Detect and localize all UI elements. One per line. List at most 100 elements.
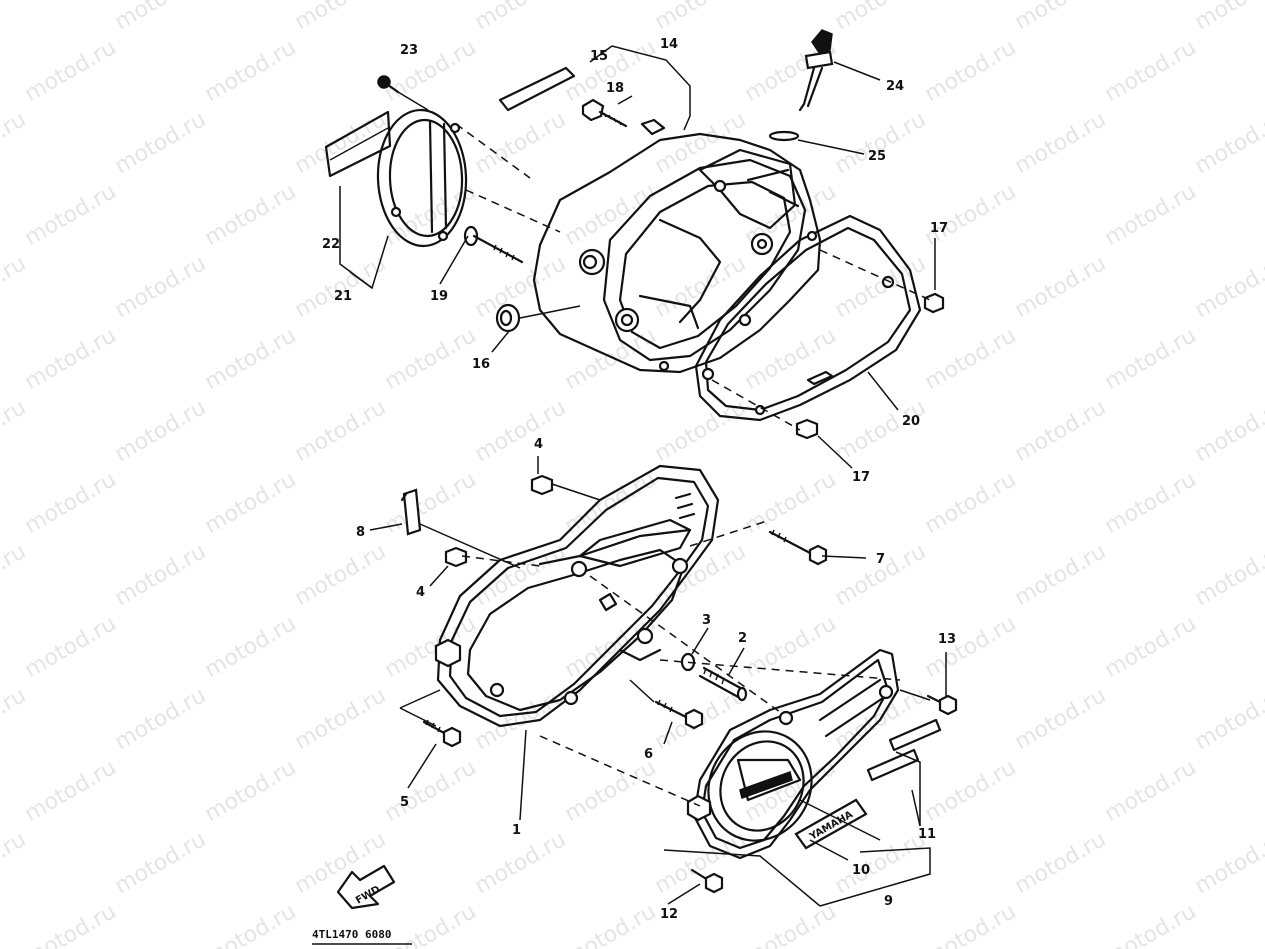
callout-2: 2 (738, 631, 747, 646)
callout-19: 19 (430, 289, 448, 304)
watermark-text: motod.ru (381, 35, 481, 107)
part-bolt-18 (581, 98, 628, 128)
watermark-text: motod.ru (831, 539, 931, 611)
callout-9: 9 (884, 894, 893, 909)
part-bolt-23 (377, 75, 400, 94)
watermark-text: motod.ru (291, 683, 391, 755)
watermark-text: motod.ru (1011, 683, 1111, 755)
watermark-text: motod.ru (471, 539, 571, 611)
watermark-text: motod.ru (1101, 467, 1201, 539)
callout-23: 23 (400, 43, 418, 58)
watermark-text: motod.ru (471, 395, 571, 467)
part-bolt-19 (463, 225, 524, 264)
watermark-text: motod.ru (561, 755, 661, 827)
watermark-text: motod.ru (21, 755, 121, 827)
watermark-text: motod.ru (1191, 395, 1265, 467)
watermark-text: motod.ru (921, 755, 1021, 827)
watermark-text: motod.ru (201, 35, 301, 107)
watermark-text: motod.ru (561, 899, 661, 949)
watermark-text: motod.ru (831, 0, 931, 35)
part-label-sticker (324, 110, 392, 178)
watermark-text: motod.ru (21, 179, 121, 251)
watermark-text: motod.ru (1191, 0, 1265, 35)
watermark-text: motod.ru (0, 0, 30, 35)
watermark-text: motod.ru (1101, 179, 1201, 251)
callout-20: 20 (902, 414, 920, 429)
watermark-text: motod.ru (1191, 107, 1265, 179)
upper-leader-lines (339, 45, 936, 469)
watermark-text: motod.ru (1191, 827, 1265, 899)
callout-18: 18 (606, 81, 624, 96)
callout-5: 5 (400, 795, 409, 810)
part-pin-2 (698, 666, 748, 702)
watermark-text: motod.ru (1011, 395, 1111, 467)
watermark-text: motod.ru (561, 323, 661, 395)
callout-17: 17 (852, 470, 870, 485)
watermark-text: motod.ru (741, 899, 841, 949)
watermark-text: motod.ru (381, 323, 481, 395)
watermark-text: motod.ru (21, 467, 121, 539)
lower-leader-lines (369, 456, 947, 907)
watermark-text: motod.ru (0, 683, 30, 755)
watermark-text: motod.ru (921, 323, 1021, 395)
watermark-text: motod.ru (111, 683, 211, 755)
watermark-text: motod.ru (1101, 755, 1201, 827)
part-dowel-17b (795, 418, 819, 440)
watermark-text: motod.ru (0, 251, 30, 323)
callout-17: 17 (930, 221, 948, 236)
callout-12: 12 (660, 907, 678, 922)
part-grommet-16 (495, 303, 521, 333)
callout-7: 7 (876, 552, 885, 567)
part-dipstick-24 (798, 29, 834, 112)
part-strip-11b (866, 748, 920, 782)
watermark-text: motod.ru (651, 827, 751, 899)
watermark-text: motod.ru (921, 35, 1021, 107)
callout-labels: 1234456789101112131415161717181920212223… (322, 37, 956, 922)
watermark-text: motod.ru (111, 827, 211, 899)
watermark-text: motod.ru (201, 323, 301, 395)
watermark-text: motod.ru (1011, 539, 1111, 611)
watermark-text: motod.ru (21, 611, 121, 683)
part-clip (640, 118, 666, 136)
callout-24: 24 (886, 79, 904, 94)
watermark-text: motod.ru (1011, 251, 1111, 323)
watermark-text: motod.ru (471, 107, 571, 179)
watermark-text: motod.ru (651, 0, 751, 35)
part-dowel-4a (530, 474, 554, 496)
watermark-text: motod.ru (0, 395, 30, 467)
part-clip-8 (400, 488, 422, 536)
callout-10: 10 (852, 863, 870, 878)
part-gasket-20 (694, 214, 922, 422)
callout-1: 1 (512, 823, 521, 838)
watermark-text: motod.ru (291, 539, 391, 611)
watermark-text: motod.ru (921, 611, 1021, 683)
watermark-text: motod.ru (1101, 35, 1201, 107)
watermark-text: motod.ru (1101, 611, 1201, 683)
callout-8: 8 (356, 525, 365, 540)
callout-25: 25 (868, 149, 886, 164)
watermark-text: motod.ru (0, 107, 30, 179)
watermark-text: motod.ru (1191, 683, 1265, 755)
watermark-text: motod.ru (831, 107, 931, 179)
callout-15: 15 (590, 49, 608, 64)
part-dowel-17a (923, 292, 945, 314)
callout-3: 3 (702, 613, 711, 628)
watermark-text: motod.ru (651, 395, 751, 467)
callout-13: 13 (938, 632, 956, 647)
watermark-text: motod.ru (1101, 899, 1201, 949)
part-bolt-7 (768, 529, 828, 566)
watermark-text: motod.ru (1011, 0, 1111, 35)
watermark-text: motod.ru (111, 251, 211, 323)
part-bolt-12 (690, 868, 724, 894)
watermark-text: motod.ru (291, 395, 391, 467)
watermark-text: motod.ru (0, 827, 30, 899)
watermark-text: motod.ru (921, 467, 1021, 539)
part-dowel-4b (444, 546, 468, 568)
part-bolt-13 (926, 694, 958, 716)
callout-21: 21 (334, 289, 352, 304)
watermark-text: motod.ru (111, 395, 211, 467)
part-code: 4TL1470 6080 (312, 928, 391, 941)
